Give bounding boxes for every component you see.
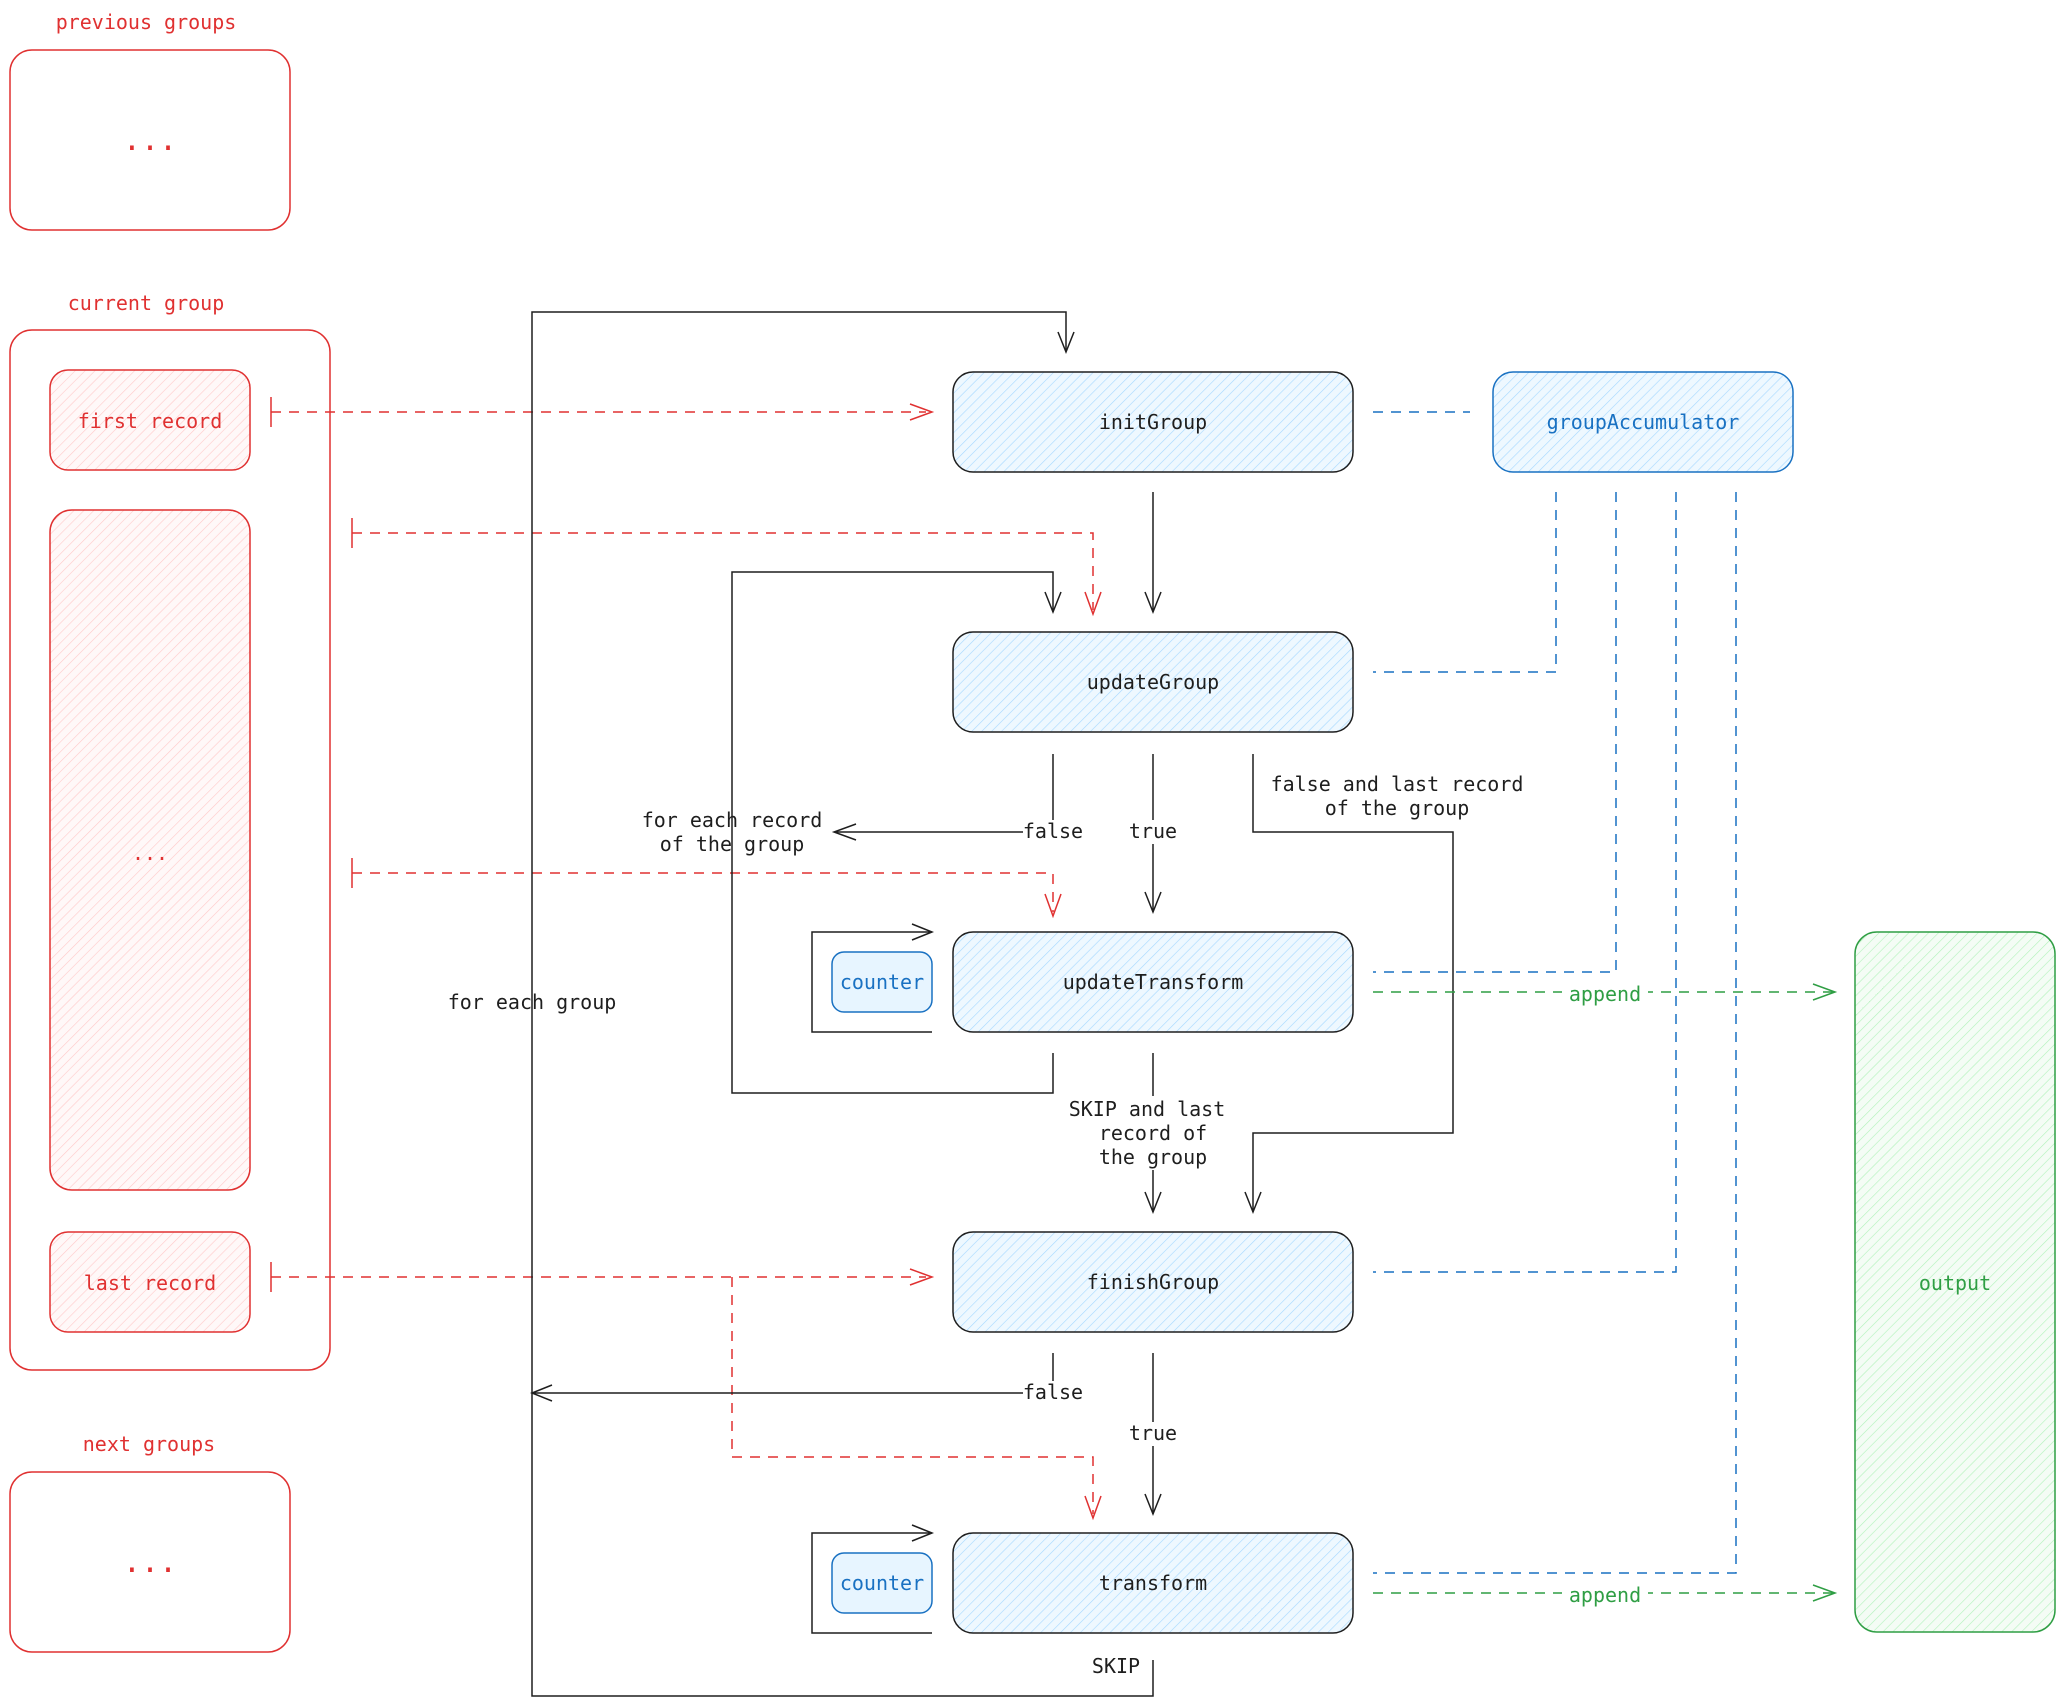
skip-label: SKIP <box>1092 1654 1140 1678</box>
previous-groups-ellipsis: ... <box>123 123 177 158</box>
skip-last-record-label-line3: the group <box>1099 1145 1207 1169</box>
accumulator-update-group-link <box>1373 492 1557 673</box>
next-groups-ellipsis: ... <box>123 1545 177 1580</box>
first-record-box <box>49 369 251 471</box>
next-groups-title: next groups <box>83 1432 215 1456</box>
update-false-label: false <box>1023 819 1083 843</box>
finish-group-label: finishGroup <box>1087 1270 1219 1294</box>
last-record-finish-group-arrow <box>270 1262 935 1292</box>
counter-loop-2 <box>811 1524 935 1634</box>
counter-box-1 <box>831 951 933 1013</box>
output-box <box>1854 931 2056 1633</box>
transform-label: transform <box>1099 1571 1207 1595</box>
accumulator-links <box>1373 411 1737 1574</box>
previous-groups-title: previous groups <box>56 10 237 34</box>
last-record-box <box>49 1231 251 1333</box>
output-label: output <box>1919 1271 1991 1295</box>
update-transform-label: updateTransform <box>1063 970 1244 994</box>
record-arrows <box>270 397 1102 1521</box>
flow-labels: for each group for each record of the gr… <box>448 772 1648 1678</box>
counter-node-1: counter <box>831 951 933 1013</box>
init-to-update-arrow <box>1144 492 1162 615</box>
for-each-record-loop <box>731 571 1062 1094</box>
last-record-label: last record <box>84 1271 216 1295</box>
for-each-record-label-line1: for each record <box>642 808 823 832</box>
flow-lines <box>529 311 1454 1697</box>
update-false-arrow <box>831 754 1054 841</box>
append-label-1: append <box>1569 982 1641 1006</box>
transform-box <box>952 1532 1354 1634</box>
transform-node: transform <box>952 1532 1354 1634</box>
previous-groups-box <box>9 49 291 231</box>
append-arrow-1 <box>1373 983 1838 1001</box>
for-each-group-loop <box>531 311 1154 1697</box>
previous-groups: previous groups ... <box>9 10 291 231</box>
next-groups: next groups ... <box>9 1432 291 1653</box>
finish-false-label: false <box>1023 1380 1083 1404</box>
counter-loop-1 <box>811 923 935 1033</box>
counter-node-2: counter <box>831 1552 933 1614</box>
for-each-group-label: for each group <box>448 990 617 1014</box>
finish-false-arrow <box>529 1353 1054 1402</box>
finish-group-node: finishGroup <box>952 1231 1354 1333</box>
counter-label-2: counter <box>840 1571 924 1595</box>
middle-record-update-transform-arrow <box>351 858 1062 919</box>
init-group-node: initGroup <box>952 371 1354 473</box>
group-accumulator-label: groupAccumulator <box>1547 410 1740 434</box>
update-transform-node: updateTransform <box>952 931 1354 1033</box>
current-group-title: current group <box>68 291 225 315</box>
false-last-record-arrow <box>1244 754 1454 1215</box>
middle-records-ellipsis: ... <box>132 841 168 865</box>
skip-last-record-label-line1: SKIP and last <box>1069 1097 1226 1121</box>
init-group-label: initGroup <box>1099 410 1207 434</box>
counter-box-2 <box>831 1552 933 1614</box>
append-arrows <box>1373 983 1838 1602</box>
accumulator-transform-link <box>1373 492 1737 1574</box>
append-arrow-2 <box>1373 1584 1838 1602</box>
finish-true-label: true <box>1129 1421 1177 1445</box>
finish-group-box <box>952 1231 1354 1333</box>
false-last-record-label-line2: of the group <box>1325 796 1470 820</box>
first-record-arrow <box>270 397 935 427</box>
first-record-label: first record <box>78 409 223 433</box>
group-accumulator-box <box>1492 371 1794 473</box>
false-last-record-label-line1: false and last record <box>1271 772 1524 796</box>
update-transform-box <box>952 931 1354 1033</box>
group-accumulator-node: groupAccumulator <box>1492 371 1794 473</box>
output-node: output <box>1854 931 2056 1633</box>
update-group-label: updateGroup <box>1087 670 1219 694</box>
append-label-2: append <box>1569 1583 1641 1607</box>
next-groups-box <box>9 1471 291 1653</box>
last-record-transform-arrow <box>731 1277 1102 1521</box>
update-true-label: true <box>1129 819 1177 843</box>
for-each-record-label-line2: of the group <box>660 832 805 856</box>
update-group-node: updateGroup <box>952 631 1354 733</box>
middle-record-update-group-arrow <box>351 518 1102 617</box>
middle-records-box <box>49 509 251 1191</box>
accumulator-update-transform-link <box>1373 492 1617 973</box>
accumulator-finish-group-link <box>1373 492 1677 1273</box>
update-group-box <box>952 631 1354 733</box>
skip-last-record-label-line2: record of <box>1099 1121 1207 1145</box>
init-group-box <box>952 371 1354 473</box>
current-group: current group first record ... last reco… <box>9 291 331 1371</box>
counter-label-1: counter <box>840 970 924 994</box>
